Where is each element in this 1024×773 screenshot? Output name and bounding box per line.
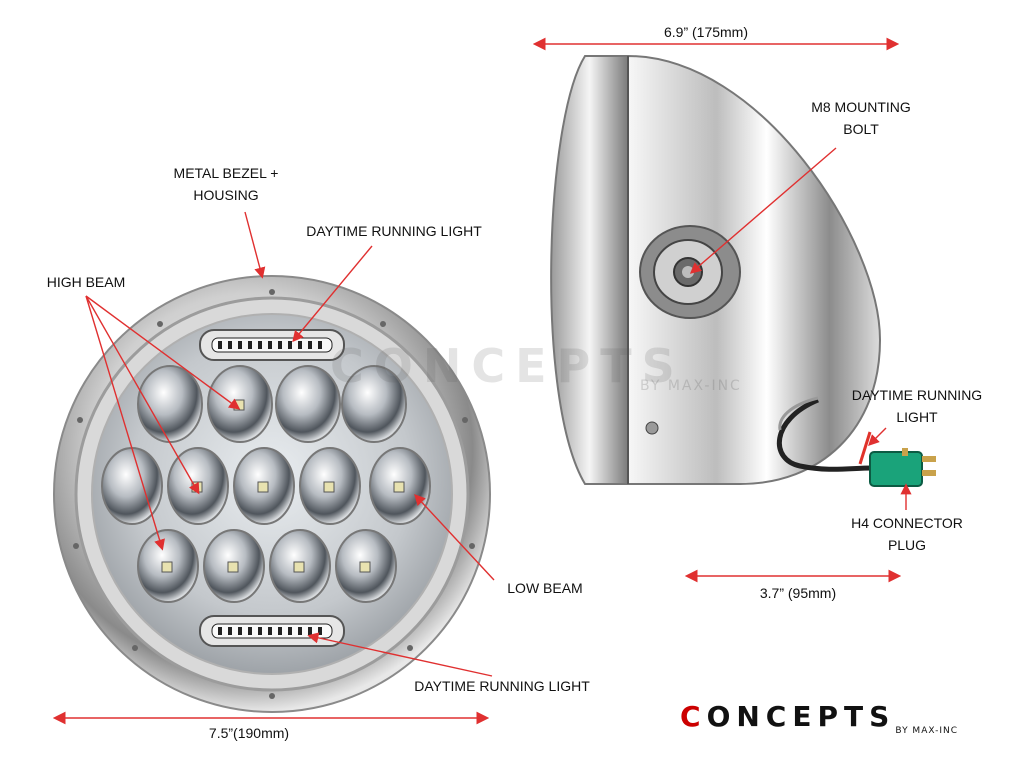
callout-arrows bbox=[85, 147, 912, 677]
concepts-logo: CONCEPTS BY MAX-INC bbox=[680, 700, 980, 740]
label-mounting-bolt: M8 MOUNTING BOLT bbox=[796, 96, 926, 140]
watermark: CONCEPTS bbox=[330, 339, 685, 393]
label-h4-plug-line1: H4 CONNECTOR bbox=[851, 515, 963, 531]
label-drl-wire-line2: LIGHT bbox=[896, 409, 938, 425]
label-metal-bezel-line1: METAL BEZEL + bbox=[173, 165, 279, 181]
label-h4-plug-line2: PLUG bbox=[887, 537, 927, 553]
dimension-side-length: 6.9” (175mm) bbox=[663, 24, 749, 40]
label-h4-plug: H4 CONNECTOR PLUG bbox=[834, 512, 980, 556]
watermark-sub: BY MAX-INC bbox=[640, 378, 742, 394]
label-mounting-bolt-line1: M8 MOUNTING bbox=[811, 99, 911, 115]
label-low-beam: LOW BEAM bbox=[507, 580, 583, 596]
side-view-headlight bbox=[550, 54, 936, 487]
logo-first-letter: C bbox=[680, 700, 707, 733]
logo-subtitle: BY MAX-INC bbox=[895, 726, 958, 736]
label-mounting-bolt-line2: BOLT bbox=[843, 121, 879, 137]
label-drl-top: DAYTIME RUNNING LIGHT bbox=[306, 223, 482, 239]
dimension-arrows bbox=[52, 37, 902, 725]
logo-wordmark: CONCEPTS bbox=[680, 700, 895, 733]
label-metal-bezel-line2: HOUSING bbox=[193, 187, 259, 203]
label-drl-wire-line1: DAYTIME RUNNING bbox=[851, 387, 983, 403]
logo-rest: ONCEPTS bbox=[706, 700, 896, 733]
label-high-beam: HIGH BEAM bbox=[46, 274, 126, 290]
label-drl-wire: DAYTIME RUNNING LIGHT bbox=[842, 384, 992, 428]
dimension-front-width: 7.5”(190mm) bbox=[208, 725, 290, 741]
label-metal-bezel: METAL BEZEL + HOUSING bbox=[156, 162, 296, 206]
dimension-side-depth: 3.7” (95mm) bbox=[759, 585, 837, 601]
label-drl-bottom: DAYTIME RUNNING LIGHT bbox=[414, 678, 590, 694]
